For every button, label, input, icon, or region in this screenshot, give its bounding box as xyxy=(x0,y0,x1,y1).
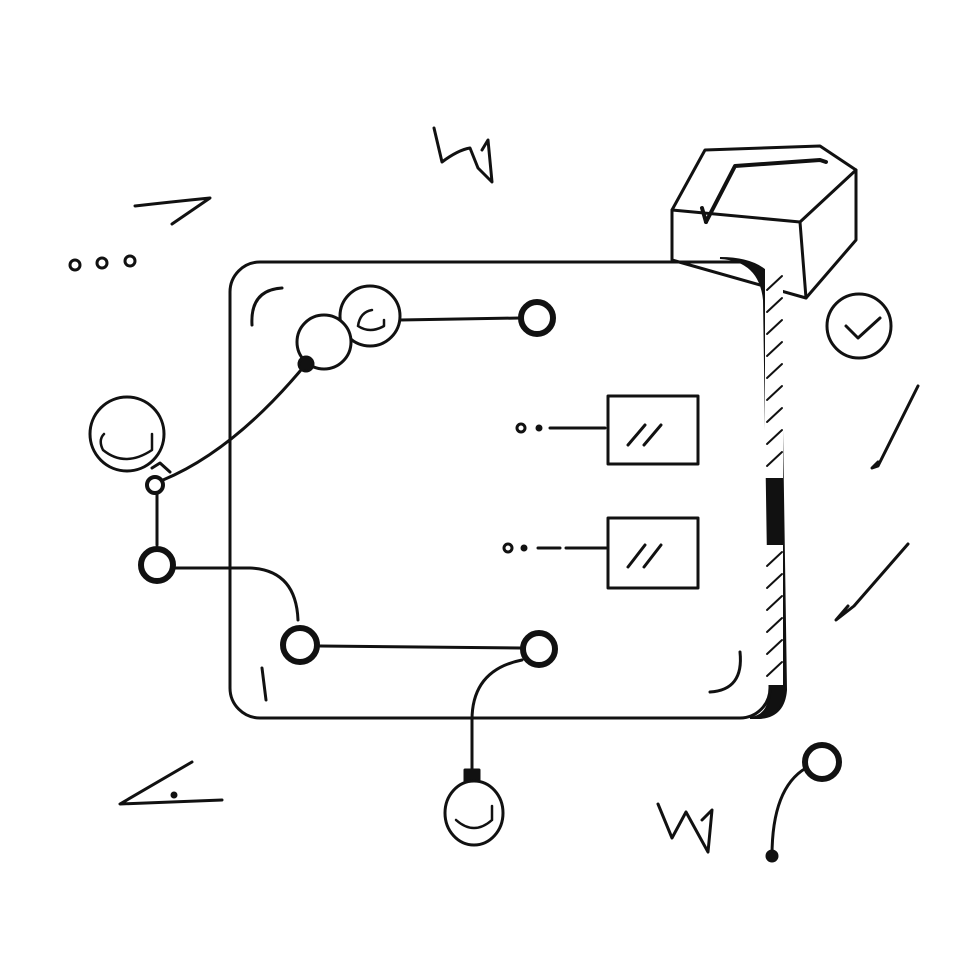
right-strokes xyxy=(834,384,920,622)
bottom-left-mark xyxy=(118,760,224,806)
lightning-icon xyxy=(432,126,494,184)
bottom-connector xyxy=(174,566,558,772)
panel-edge-hatch-top xyxy=(765,268,783,478)
box-icon xyxy=(670,144,858,300)
panel-edge-hatch-bottom xyxy=(765,545,783,685)
panel-hatch-bottom xyxy=(766,551,783,677)
panel-body xyxy=(228,260,772,720)
checkmark-icon xyxy=(825,292,893,360)
top-connector xyxy=(295,284,556,371)
bottom-right-node xyxy=(765,742,842,863)
panel-hatch-top xyxy=(766,275,783,467)
ellipsis-icon xyxy=(68,254,137,272)
light-bulb-icon xyxy=(443,768,505,847)
module-box-1 xyxy=(606,394,700,466)
circuit-board-icon xyxy=(174,257,788,772)
module-box-2 xyxy=(606,516,700,590)
connector-lines xyxy=(502,422,608,554)
panel-corner-brackets xyxy=(250,286,742,702)
light-bulb-icon xyxy=(88,355,315,584)
arrow-icon xyxy=(133,196,212,226)
lightning-icon xyxy=(656,802,714,854)
